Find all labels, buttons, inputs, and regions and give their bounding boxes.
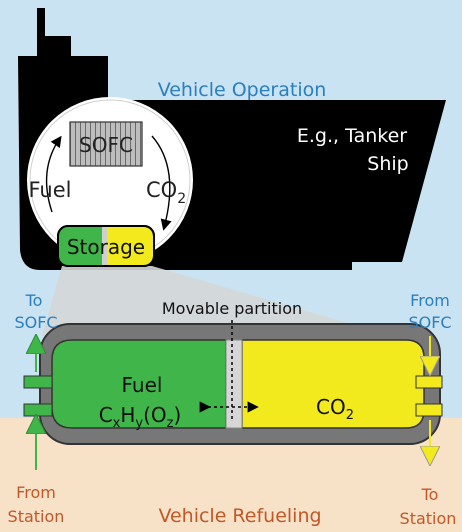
tank-co2-sub: 2 — [346, 408, 354, 423]
tank-co2-main: CO — [316, 395, 346, 419]
formula-x: x — [113, 416, 121, 431]
tank-co2-label: CO2 — [316, 395, 354, 423]
formula-close: ) — [173, 403, 181, 427]
sofc-block — [69, 121, 143, 167]
vehicle-label-line1: E.g., Tanker — [297, 125, 407, 147]
refueling-title: Vehicle Refueling — [158, 505, 321, 527]
magnifier-cone — [42, 266, 392, 336]
left-top-line1: To — [25, 291, 43, 310]
formula-c: C — [99, 403, 113, 427]
movable-partition — [225, 339, 243, 429]
right-ports — [415, 375, 443, 417]
formula-z: z — [167, 416, 174, 431]
formula-o: (O — [143, 403, 167, 427]
formula-h: H — [120, 403, 135, 427]
sofc-label: SOFC — [79, 133, 133, 157]
left-top-line2: SOFC — [14, 313, 57, 332]
operation-title: Vehicle Operation — [158, 79, 327, 101]
right-top-line1: From — [410, 291, 450, 310]
co2-loop-main: CO — [146, 178, 177, 202]
left-bottom-line2: Station — [8, 507, 65, 526]
co2-loop-sub: 2 — [177, 191, 186, 207]
left-bottom-line1: From — [16, 483, 56, 502]
formula-y: y — [135, 416, 143, 431]
right-bottom-line1: To — [421, 485, 439, 504]
storage-label: Storage — [67, 235, 145, 259]
tank-fuel-label: Fuel — [122, 373, 163, 397]
right-bottom-line2: Station — [400, 509, 457, 528]
fuel-loop-arrow — [45, 135, 62, 213]
right-top-line2: SOFC — [408, 313, 451, 332]
storage-tank — [39, 323, 441, 445]
fuel-loop-label: Fuel — [29, 178, 72, 202]
tank-formula: CxHy(Oz) — [99, 403, 182, 431]
partition-label: Movable partition — [162, 299, 302, 318]
vehicle-label-line2: Ship — [367, 153, 408, 175]
left-ports — [23, 375, 53, 417]
co2-loop-arrow — [151, 135, 172, 231]
co2-loop-label: CO2 — [146, 178, 186, 207]
storage-pill — [57, 225, 155, 267]
